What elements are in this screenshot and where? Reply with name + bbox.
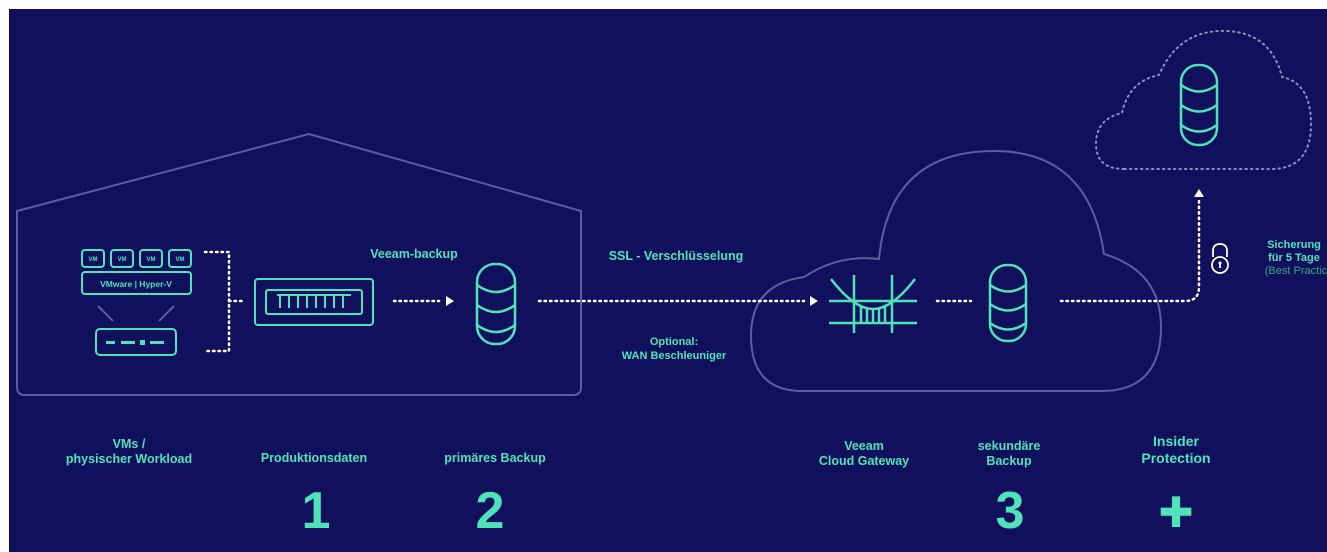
vm-tiles bbox=[81, 249, 192, 356]
vm-tile bbox=[168, 249, 192, 268]
storage-appliance bbox=[254, 278, 374, 326]
vm-tile bbox=[110, 249, 134, 268]
step-number-2: 2 bbox=[475, 482, 505, 540]
step-number-3: 3 bbox=[995, 482, 1025, 540]
cloud-outline bbox=[749, 149, 1163, 392]
sicherung-line1: Sicherung bbox=[1267, 239, 1321, 251]
vm-tile-label: VM bbox=[89, 257, 98, 263]
caption-produktionsdaten: Produktionsdaten bbox=[260, 451, 368, 465]
diagram-svg: VM VM VM VM VMware | Hyper-V bbox=[16, 29, 1313, 396]
best-practice-label: (Best Practice bbox=[1264, 265, 1327, 277]
server-box bbox=[95, 328, 177, 356]
vm-tile-label: VM bbox=[118, 257, 127, 263]
caption-vms: VMs / physischer Workload bbox=[65, 437, 193, 466]
server-led bbox=[150, 341, 164, 344]
connector-arrowhead bbox=[446, 296, 454, 306]
step-plus-icon: ✚ bbox=[1158, 489, 1194, 536]
caption-sekundaeres-backup: sekundäre Backup bbox=[977, 439, 1041, 468]
caption-gateway: Veeam Cloud Gateway bbox=[818, 439, 910, 468]
vm-tile bbox=[139, 249, 163, 268]
lock-icon bbox=[1211, 243, 1229, 274]
vm-tile-label: VM bbox=[176, 257, 185, 263]
primary-backup-database bbox=[475, 262, 517, 346]
lock-keyhole bbox=[1218, 261, 1222, 265]
step-number-1: 1 bbox=[301, 482, 331, 540]
vm-tile bbox=[81, 249, 105, 268]
wan-label: WAN Beschleuniger bbox=[621, 350, 727, 362]
caption-primaeres-backup: primäres Backup bbox=[444, 451, 546, 465]
vm-bracket-connector bbox=[203, 250, 247, 353]
offsite-cloud-outline bbox=[1094, 29, 1313, 170]
vm-tile-labels: VM VM VM VM bbox=[89, 257, 185, 263]
hypervisor-server-link bbox=[97, 305, 114, 322]
connector-arrowhead bbox=[810, 296, 818, 306]
connector-arrowhead bbox=[1194, 189, 1204, 197]
diagram-canvas: VM VM VM VM VMware | Hyper-V bbox=[9, 9, 1327, 552]
bridge-icon bbox=[829, 275, 917, 333]
caption-insider-protection: Insider Protection bbox=[1141, 433, 1211, 466]
sicherung-line2: für 5 Tage bbox=[1268, 252, 1320, 264]
server-led bbox=[106, 341, 115, 344]
hypervisor-label: VMware | Hyper-V bbox=[100, 279, 172, 289]
hypervisor-box bbox=[81, 271, 192, 295]
house-outline bbox=[16, 132, 582, 396]
ssl-label: SSL - Verschlüsselung bbox=[608, 249, 744, 263]
server-led bbox=[140, 340, 145, 345]
secondary-backup-database bbox=[988, 263, 1028, 343]
storage-appliance-slots bbox=[279, 296, 344, 308]
vm-tile-label: VM bbox=[147, 257, 156, 263]
optional-label: Optional: bbox=[649, 336, 699, 348]
server-led bbox=[121, 341, 135, 344]
veeam-backup-label: Veeam-backup bbox=[370, 247, 458, 261]
offsite-backup-database bbox=[1179, 63, 1219, 147]
hypervisor-server-link bbox=[158, 305, 175, 322]
secondary-to-offsite-connector bbox=[1059, 197, 1201, 303]
